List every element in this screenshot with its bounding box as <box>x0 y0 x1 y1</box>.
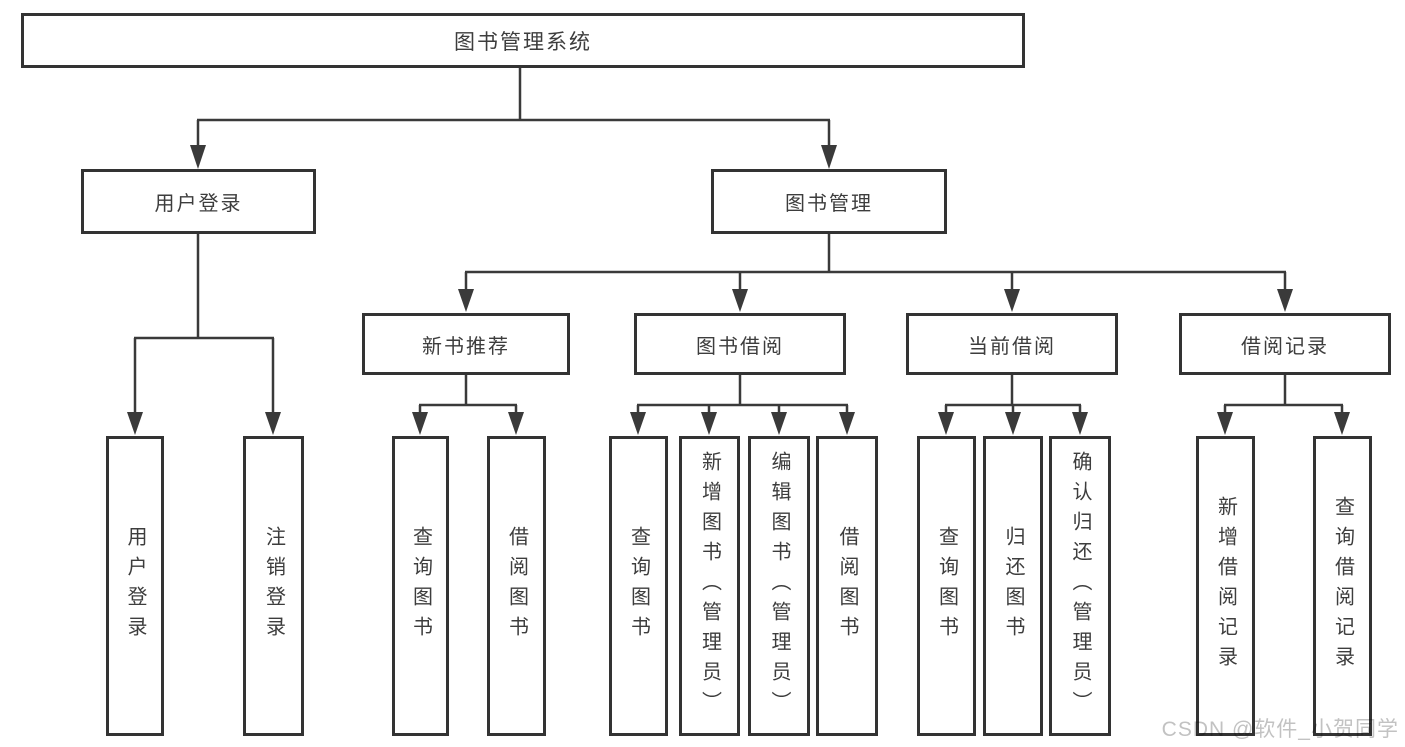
node-bb-borrow-book-label: 借阅图书 <box>836 526 858 646</box>
node-cb-query-book-label: 查询图书 <box>935 526 958 646</box>
node-login: 用户登录 <box>106 436 164 736</box>
csdn-watermark: CSDN @软件_小贺同学 <box>1161 718 1399 741</box>
connector-current-borrow-children <box>944 375 1082 413</box>
node-cb-confirm-return-admin: 确认归还（管理员） <box>1049 436 1111 736</box>
node-book-borrow: 图书借阅 <box>634 313 846 375</box>
node-cb-return-book: 归还图书 <box>983 436 1043 736</box>
node-rec-query-book: 查询图书 <box>392 436 449 736</box>
node-bb-borrow-book: 借阅图书 <box>816 436 878 736</box>
node-bb-add-book-admin: 新增图书（管理员） <box>679 436 740 736</box>
node-cb-confirm-return-admin-label: 确认归还（管理员） <box>1069 451 1091 721</box>
node-rec-borrow-book-label: 借阅图书 <box>505 526 528 646</box>
node-logout: 注销登录 <box>243 436 304 736</box>
node-user-login: 用户登录 <box>81 169 316 234</box>
node-cb-query-book: 查询图书 <box>917 436 976 736</box>
arrowheads-level3 <box>458 289 1293 312</box>
node-rec-borrow-book: 借阅图书 <box>487 436 546 736</box>
node-bb-query-book: 查询图书 <box>609 436 668 736</box>
arrowheads-level2 <box>190 145 837 169</box>
arrowheads-current-borrow-children <box>938 412 1088 435</box>
node-borrow-records-label: 借阅记录 <box>1241 335 1329 358</box>
node-bb-edit-book-admin-label: 编辑图书（管理员） <box>768 451 790 721</box>
node-br-query-record-label: 查询借阅记录 <box>1331 496 1354 676</box>
node-user-login-label: 用户登录 <box>154 193 243 215</box>
arrowheads-borrow-records-children <box>1217 412 1350 435</box>
node-borrow-records: 借阅记录 <box>1179 313 1391 375</box>
node-new-book-recommend-label: 新书推荐 <box>422 335 510 358</box>
node-new-book-recommend: 新书推荐 <box>362 313 570 375</box>
node-book-mgmt-label: 图书管理 <box>785 193 873 215</box>
arrowheads-new-book-rec-children <box>412 412 524 435</box>
node-cb-return-book-label: 归还图书 <box>1002 526 1024 646</box>
node-logout-label: 注销登录 <box>262 526 285 646</box>
node-bb-query-book-label: 查询图书 <box>627 526 650 646</box>
node-root: 图书管理系统 <box>21 13 1025 68</box>
node-book-borrow-label: 图书借阅 <box>696 335 784 358</box>
arrowheads-user-login-children <box>127 412 281 435</box>
node-bb-add-book-admin-label: 新增图书（管理员） <box>698 451 721 721</box>
node-bb-edit-book-admin: 编辑图书（管理员） <box>748 436 810 736</box>
node-root-label: 图书管理系统 <box>454 30 592 54</box>
node-rec-query-book-label: 查询图书 <box>409 526 432 646</box>
node-br-add-record-label: 新增借阅记录 <box>1214 496 1237 676</box>
connector-root-to-level2 <box>196 68 831 147</box>
connector-borrow-records-children <box>1223 375 1344 413</box>
node-book-mgmt: 图书管理 <box>711 169 947 234</box>
connector-user-login-children <box>133 234 275 413</box>
connector-book-borrow-children <box>636 375 849 413</box>
node-br-query-record: 查询借阅记录 <box>1313 436 1372 736</box>
arrowheads-book-borrow-children <box>630 412 855 435</box>
connector-new-book-rec-children <box>418 375 518 413</box>
connector-book-mgmt-to-level3 <box>464 234 1287 291</box>
node-current-borrow-label: 当前借阅 <box>968 335 1056 358</box>
node-current-borrow: 当前借阅 <box>906 313 1118 375</box>
node-br-add-record: 新增借阅记录 <box>1196 436 1255 736</box>
node-login-label: 用户登录 <box>124 526 146 646</box>
